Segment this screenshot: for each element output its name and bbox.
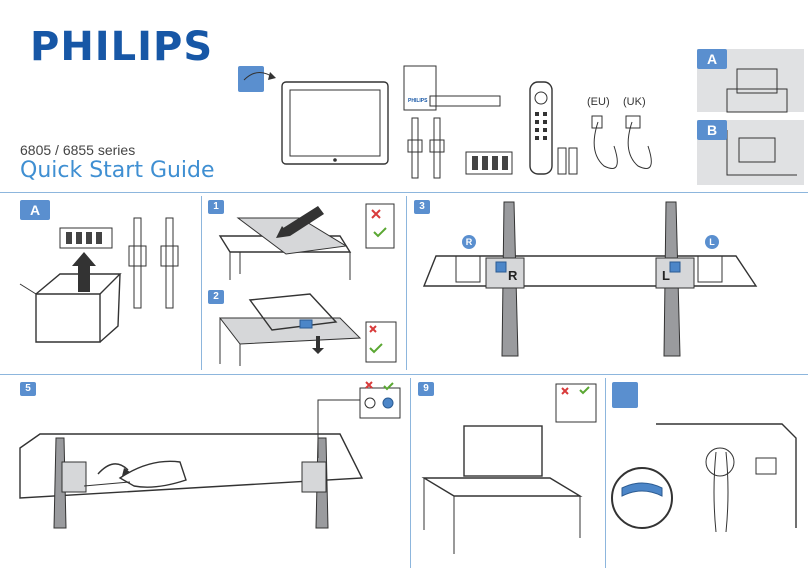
step-2-badge: 2 <box>208 290 224 304</box>
step-2-illustration <box>218 293 397 366</box>
step-1-illustration <box>218 203 395 280</box>
cable-tie-icon <box>612 382 638 408</box>
divider-v3 <box>410 378 411 568</box>
step-5-badge: 5 <box>20 382 36 396</box>
series-label: 6805 / 6855 series <box>20 142 136 158</box>
right-marker: R <box>462 235 476 249</box>
step-a-illustration <box>19 217 179 343</box>
stand-leg-icon <box>407 117 445 179</box>
step-1-badge: 1 <box>208 200 224 214</box>
step-3-illustration <box>422 201 758 357</box>
cable-management-illustration <box>611 423 797 533</box>
brand-logo: PHILIPS <box>30 24 214 70</box>
box-open-icon <box>238 66 264 92</box>
step-a-badge: A <box>20 200 50 220</box>
divider-v2 <box>406 196 407 370</box>
power-cable-icon <box>591 115 652 169</box>
batteries-icon <box>557 147 578 175</box>
step-3-badge: 3 <box>414 200 430 214</box>
box-contents-illustration: PHILIPS <box>243 65 652 179</box>
middle-divider <box>0 374 808 375</box>
plug-eu-label: (EU) <box>587 96 610 108</box>
step-9-illustration <box>421 383 597 554</box>
right-leg-label: R <box>508 268 518 283</box>
option-a-badge: A <box>697 49 727 69</box>
option-b-badge: B <box>697 120 727 140</box>
screw-icon <box>465 151 513 175</box>
manual-brand: PHILIPS <box>408 98 428 104</box>
divider-v1 <box>201 196 202 370</box>
step-9-badge: 9 <box>418 382 434 396</box>
remote-icon <box>529 81 553 175</box>
top-divider <box>0 192 808 193</box>
tv-icon <box>281 81 389 165</box>
left-marker: L <box>705 235 719 249</box>
divider-v4 <box>605 378 606 568</box>
left-leg-label: L <box>662 268 670 283</box>
manual-icon <box>403 65 437 111</box>
plug-uk-label: (UK) <box>623 96 646 108</box>
step-5-illustration <box>19 381 401 529</box>
page-title: Quick Start Guide <box>20 158 215 183</box>
